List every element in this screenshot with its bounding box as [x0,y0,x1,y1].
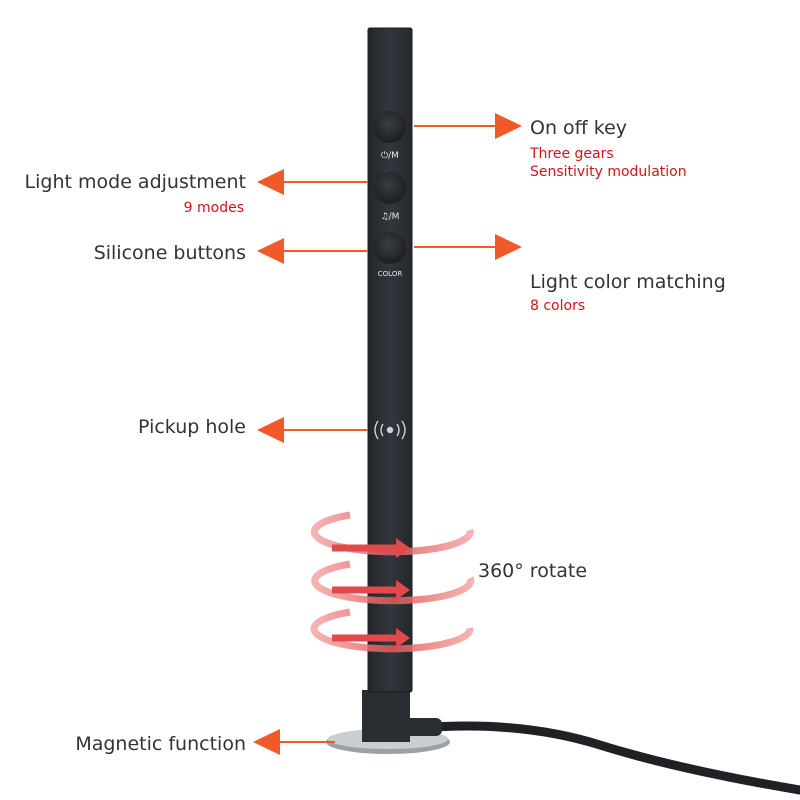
color-button-label: COLOR [378,270,403,278]
on-off-key-detail-2: Sensitivity modulation [530,164,687,180]
music-mode-button-label: ♫/M [381,212,400,222]
arrow-light-color [414,234,522,260]
light-mode-detail: 9 modes [183,200,244,216]
light-mode-label: Light mode adjustment [24,171,246,193]
light-color-label: Light color matching [530,271,726,293]
arrow-light-mode [257,169,368,195]
music-mode-button[interactable] [374,172,406,204]
power-button-label: ⏻/M [381,150,399,161]
power-cable [415,721,800,795]
device-foot [362,690,410,742]
arrow-on-off-key [414,113,522,139]
on-off-key-label: On off key [530,117,628,139]
arrow-silicone-buttons [257,238,368,264]
arrow-magnetic [253,729,335,755]
on-off-key-detail-1: Three gears [530,146,614,162]
power-button[interactable] [374,111,406,143]
pickup-hole-label: Pickup hole [138,416,246,438]
color-button[interactable] [374,232,406,264]
light-color-detail: 8 colors [530,298,586,314]
magnetic-label: Magnetic function [75,733,246,755]
rotate-label: 360° rotate [478,560,588,582]
silicone-buttons-label: Silicone buttons [93,242,246,264]
pickup-hole-icon [374,420,406,440]
rotate-rings-icon [310,511,475,653]
arrow-pickup-hole [257,417,368,443]
cable-connector [404,718,442,736]
